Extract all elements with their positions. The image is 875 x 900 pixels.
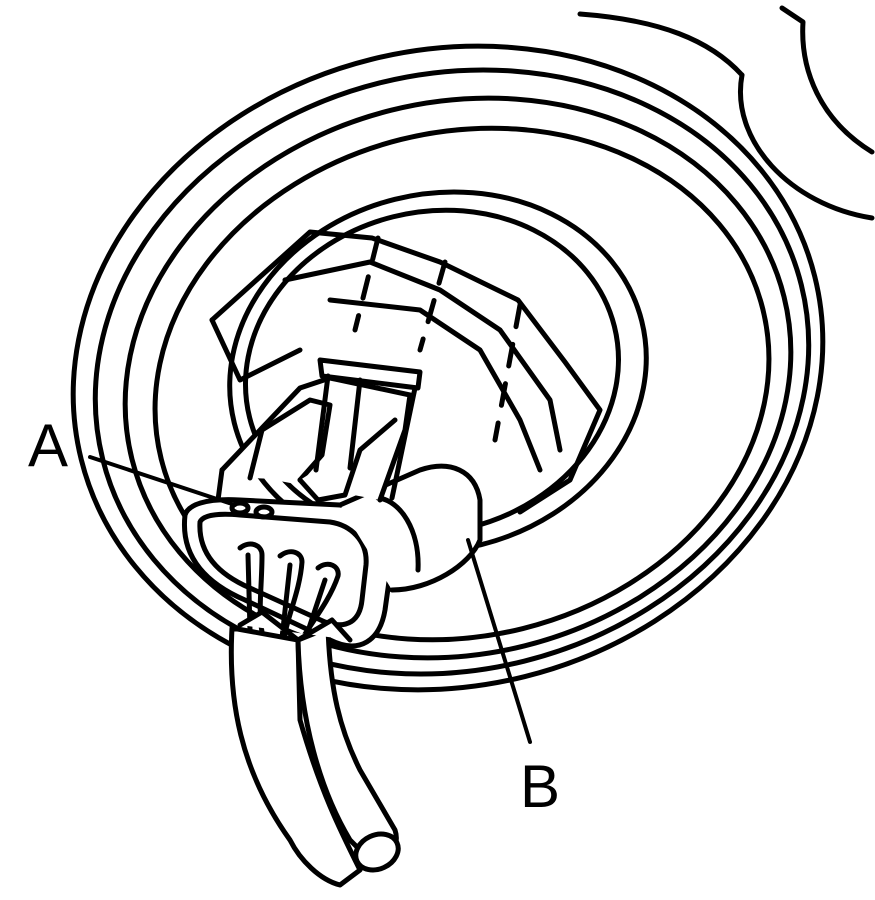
- grommet-rings: [70, 43, 826, 693]
- housing-edge: [577, 5, 875, 221]
- socket-body: [209, 229, 603, 515]
- callout-label-a: A: [28, 412, 69, 479]
- wire-harness: [228, 609, 401, 888]
- callout-a-leader: [88, 455, 237, 507]
- callout-b-leader: [466, 538, 532, 744]
- latch-holes: [229, 500, 275, 520]
- connector-housing: [181, 357, 483, 649]
- callout-label-b: B: [520, 753, 561, 820]
- leader-lines: [88, 455, 532, 744]
